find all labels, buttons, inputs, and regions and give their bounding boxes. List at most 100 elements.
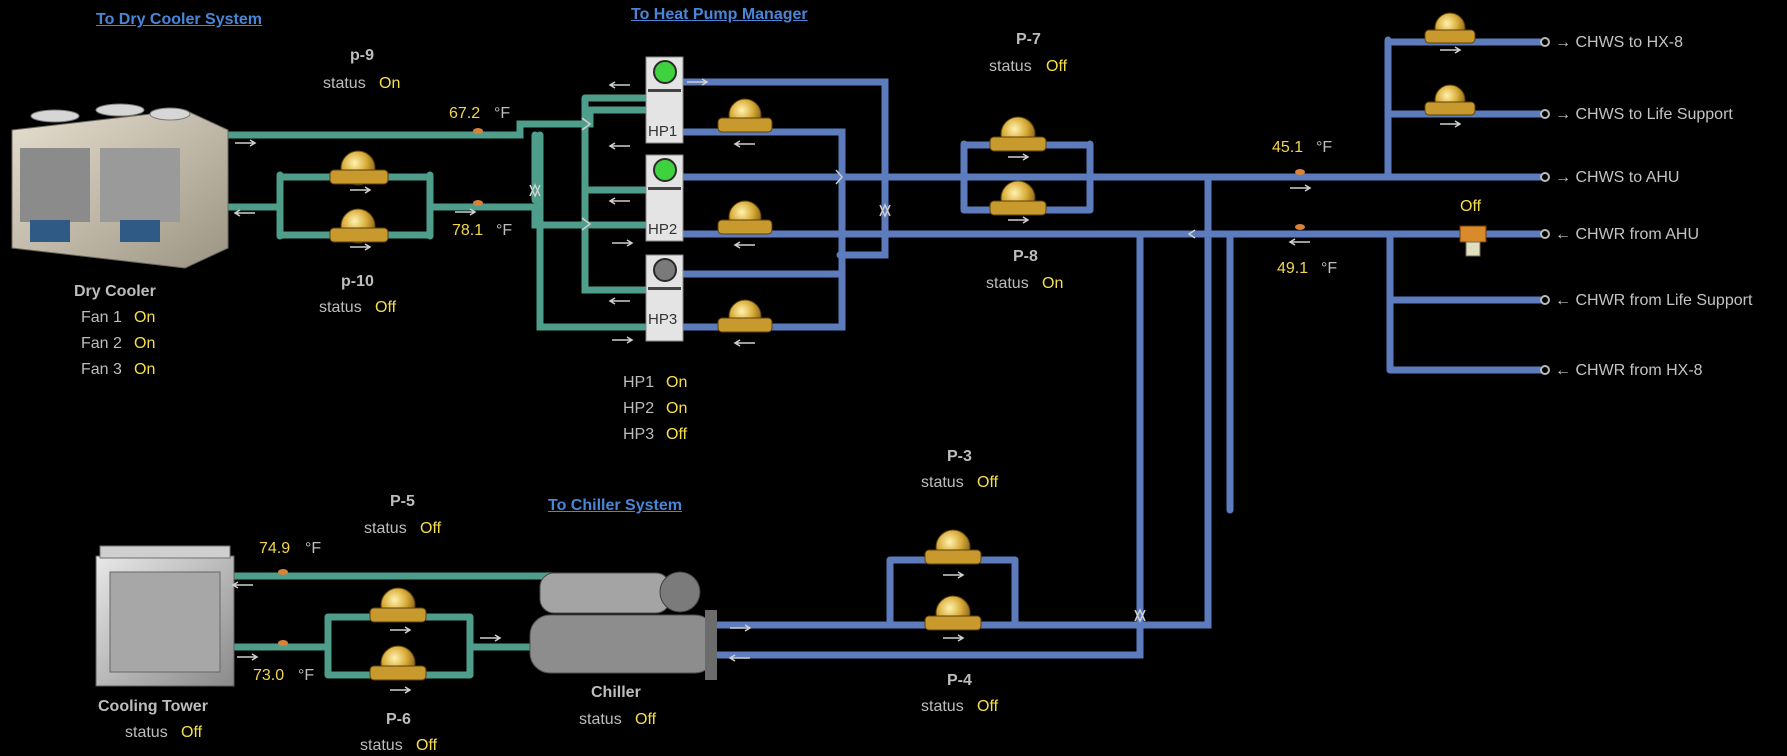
p7-status-label: status	[989, 58, 1032, 75]
hp1-module-label: HP1	[648, 123, 678, 140]
chwr-ahu-valve-icon[interactable]	[1459, 225, 1487, 257]
hp3-indicator-light	[653, 258, 677, 282]
to-heat-pump-manager-link[interactable]: To Heat Pump Manager	[631, 6, 808, 23]
hp2-indicator-light	[653, 158, 677, 182]
temperature-sensors	[278, 128, 1305, 646]
hp1-status: On	[666, 374, 688, 391]
hp3-label: HP3	[623, 426, 655, 443]
pump-p8-icon[interactable]	[989, 180, 1047, 216]
hp2-status: On	[666, 400, 688, 417]
pump-p7-icon[interactable]	[989, 116, 1047, 152]
temp-dry-cooler-return: 78.1	[452, 222, 484, 239]
p8-status-label: status	[986, 275, 1029, 292]
hp1-label: HP1	[623, 374, 655, 391]
temp-tower-return: 73.0	[253, 667, 285, 684]
fan3-status: On	[134, 361, 156, 378]
cooling-tower-status-label: status	[125, 724, 168, 741]
temp-unit: °F	[1316, 139, 1333, 156]
chwr-ahu-label: CHWR from AHU	[1575, 226, 1700, 243]
chiller-title: Chiller	[591, 684, 641, 701]
to-chiller-system-link[interactable]: To Chiller System	[548, 497, 682, 514]
hp1-indicator-light	[653, 60, 677, 84]
chwr-life-support-label: CHWR from Life Support	[1575, 292, 1753, 309]
fan1-status: On	[134, 309, 156, 326]
p10-name: p-10	[341, 273, 374, 290]
p5-name: P-5	[390, 493, 415, 510]
temp-unit: °F	[1321, 260, 1338, 277]
dry-cooler-title: Dry Cooler	[74, 283, 156, 300]
pump-p6-icon[interactable]	[369, 645, 427, 681]
chws-hx8-link[interactable]: → CHWS to HX-8	[1555, 34, 1684, 51]
p9-status-value: On	[379, 75, 401, 92]
temp-chws-header: 45.1	[1272, 139, 1304, 156]
chwr-ahu-link[interactable]: ← CHWR from AHU	[1555, 226, 1700, 243]
p9-status-label: status	[323, 75, 366, 92]
flow-arrows	[231, 46, 1462, 694]
p6-status-value: Off	[416, 737, 438, 754]
p5-status-value: Off	[420, 520, 442, 537]
fan2-label: Fan 2	[81, 335, 122, 352]
chws-life-support-link[interactable]: → CHWS to Life Support	[1555, 106, 1733, 123]
p3-status-label: status	[921, 474, 964, 491]
chiller-status-value: Off	[635, 711, 657, 728]
hp2-module-label: HP2	[648, 221, 678, 238]
cooling-tower-status-value: Off	[181, 724, 203, 741]
p5-status-label: status	[364, 520, 407, 537]
fan2-status: On	[134, 335, 156, 352]
pipe-end-caps	[1540, 37, 1550, 375]
p4-status-label: status	[921, 698, 964, 715]
p8-name: P-8	[1013, 248, 1038, 265]
temp-unit: °F	[494, 105, 511, 122]
pump-chws-hx8-icon[interactable]	[1424, 12, 1476, 44]
fan3-label: Fan 3	[81, 361, 122, 378]
p7-name: P-7	[1016, 31, 1041, 48]
chws-life-support-label: CHWS to Life Support	[1575, 106, 1733, 123]
green-pipes	[224, 94, 649, 679]
temp-unit: °F	[305, 540, 322, 557]
pump-chws-life-support-icon[interactable]	[1424, 84, 1476, 116]
hp3-status: Off	[666, 426, 688, 443]
hp3-module-label: HP3	[648, 311, 678, 328]
pump-p3-icon[interactable]	[924, 529, 982, 565]
pump-p5-icon[interactable]	[369, 587, 427, 623]
p10-status-value: Off	[375, 299, 397, 316]
pump-hp2-icon[interactable]	[717, 200, 773, 235]
chws-ahu-label: CHWS to AHU	[1575, 169, 1680, 186]
fan1-label: Fan 1	[81, 309, 122, 326]
chwr-ahu-valve-status: Off	[1460, 198, 1482, 215]
p7-status-value: Off	[1046, 58, 1068, 75]
to-dry-cooler-system-link[interactable]: To Dry Cooler System	[96, 11, 262, 28]
pump-hp1-icon[interactable]	[717, 98, 773, 133]
hp2-label: HP2	[623, 400, 655, 417]
p6-status-label: status	[360, 737, 403, 754]
pump-hp3-icon[interactable]	[717, 299, 773, 333]
p10-status-label: status	[319, 299, 362, 316]
chiller-status-label: status	[579, 711, 622, 728]
chwr-hx8-link[interactable]: ← CHWR from HX-8	[1555, 362, 1703, 379]
p3-status-value: Off	[977, 474, 999, 491]
pump-p9-icon[interactable]	[329, 150, 389, 186]
p8-status-value: On	[1042, 275, 1064, 292]
p6-name: P-6	[386, 711, 411, 728]
pump-p4-icon[interactable]	[924, 595, 982, 631]
chws-ahu-link[interactable]: → CHWS to AHU	[1555, 169, 1680, 186]
p9-name: p-9	[350, 47, 374, 64]
pump-p10-icon[interactable]	[329, 208, 389, 244]
pumps	[329, 12, 1487, 681]
temp-unit: °F	[496, 222, 513, 239]
blue-pipes	[679, 36, 1544, 659]
dry-cooler-unit[interactable]	[11, 103, 229, 269]
temp-dry-cooler-supply: 67.2	[449, 105, 481, 122]
temp-tower-supply: 74.9	[259, 540, 291, 557]
chiller-unit[interactable]	[529, 571, 717, 680]
cooling-tower-title: Cooling Tower	[98, 698, 208, 715]
heat-pump-modules	[645, 56, 684, 342]
p3-name: P-3	[947, 448, 972, 465]
p4-name: P-4	[947, 672, 972, 689]
check-valves	[529, 117, 1196, 623]
chwr-life-support-link[interactable]: ← CHWR from Life Support	[1555, 292, 1753, 309]
cooling-tower-unit[interactable]	[95, 545, 235, 687]
chwr-hx8-label: CHWR from HX-8	[1575, 362, 1703, 379]
